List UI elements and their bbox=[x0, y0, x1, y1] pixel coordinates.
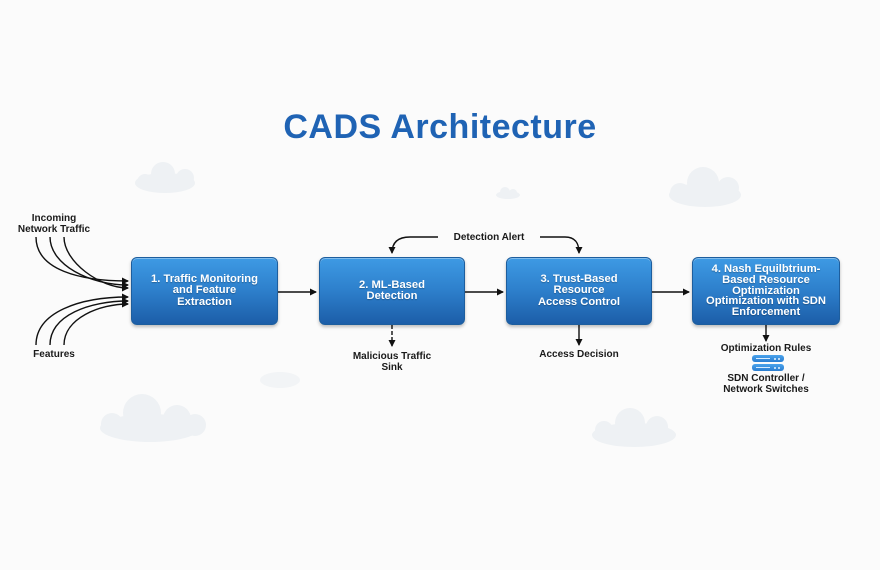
incoming-traffic-label: Incoming Network Traffic bbox=[17, 213, 91, 235]
detection-alert-label: Detection Alert bbox=[453, 232, 525, 243]
box-label: 2. ML-Based Detection bbox=[359, 278, 425, 302]
incoming-arrow bbox=[49, 236, 129, 289]
incoming-arrow bbox=[35, 236, 129, 285]
feature-arrow bbox=[49, 297, 129, 346]
box-traffic-monitoring: 1. Traffic Monitoring and Feature Extrac… bbox=[131, 257, 278, 325]
box-trust-access-control: 3. Trust-Based Resource Access Control bbox=[506, 257, 652, 325]
malicious-sink-label: Malicious Traffic Sink bbox=[352, 351, 432, 373]
box-ml-detection: 2. ML-Based Detection bbox=[319, 257, 465, 325]
server-icon bbox=[752, 355, 784, 372]
page-title: CADS Architecture bbox=[283, 108, 597, 146]
sdn-controller-label: SDN Controller / Network Switches bbox=[723, 373, 809, 395]
cloud-icon bbox=[135, 162, 195, 193]
box-nash-optimization: 4. Nash Equilbtrium- Based Resource Opti… bbox=[692, 257, 840, 325]
box-label: 3. Trust-Based Resource Access Control bbox=[537, 272, 621, 308]
cloud-icon bbox=[669, 167, 741, 207]
box-label: 1. Traffic Monitoring and Feature Extrac… bbox=[151, 272, 258, 308]
feature-arrow bbox=[35, 293, 129, 346]
cloud-icon bbox=[260, 372, 300, 388]
access-decision-label: Access Decision bbox=[539, 349, 619, 360]
box-label: 4. Nash Equilbtrium- Based Resource Opti… bbox=[706, 263, 826, 319]
incoming-arrow bbox=[63, 236, 129, 292]
detection-alert-left-arrow bbox=[388, 236, 438, 254]
feature-arrow bbox=[63, 300, 129, 346]
optimization-rules-label: Optimization Rules bbox=[720, 343, 812, 354]
features-label: Features bbox=[33, 349, 75, 360]
detection-alert-right-arrow bbox=[540, 236, 583, 254]
cloud-icon bbox=[592, 408, 676, 447]
cloud-icon bbox=[100, 394, 206, 442]
cloud-icon bbox=[496, 187, 520, 199]
